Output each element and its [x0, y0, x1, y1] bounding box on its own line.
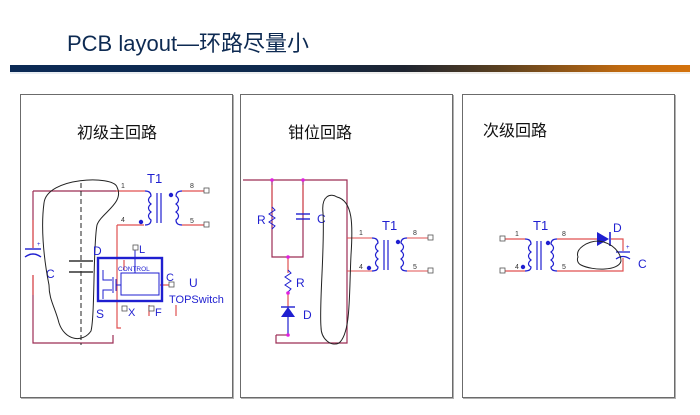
pin-4-label: 4 [359, 264, 363, 271]
transformer-label: T1 [382, 218, 397, 233]
pin-8-label: 8 [190, 183, 194, 190]
junction-nodes [270, 178, 305, 337]
pin-c-label: C [166, 272, 174, 284]
current-loop-path [42, 179, 120, 339]
pin-4-label: 4 [515, 264, 519, 271]
pin-5-label: 5 [190, 218, 194, 225]
transformer-icon [138, 190, 183, 226]
diode-label: D [303, 308, 312, 322]
terminal-4 [499, 267, 506, 274]
mosfet-icon [102, 270, 121, 299]
terminal-8 [203, 187, 210, 194]
clamp-capacitor-icon [296, 213, 310, 220]
terminal-5 [203, 221, 210, 228]
current-loop-path [576, 240, 622, 270]
primary-loop-schematic: + C T1 1 4 8 5 D CONTROL [24, 171, 224, 345]
title-divider-shade [10, 72, 690, 74]
svg-text:+: + [626, 245, 630, 251]
clamp-red-wires [271, 185, 428, 272]
pin-f-terminal [148, 305, 155, 312]
panel-primary-loop: 初级主回路 [20, 94, 233, 398]
bulk-capacitor-icon [69, 260, 93, 273]
pin-l-label: L [139, 244, 145, 256]
cap-label: C [46, 267, 55, 281]
resistor-1-icon [268, 206, 276, 230]
panel-secondary-loop: 次级回路 1 4 8 5 T1 D [462, 94, 675, 398]
primary-red-wires [32, 190, 204, 329]
slide-title: PCB layout—环路尽量小 [67, 31, 310, 56]
pin-5-label: 5 [413, 264, 417, 271]
transformer-label: T1 [533, 218, 548, 233]
clamp-diode-icon [281, 306, 295, 335]
pin-c-terminal [168, 281, 175, 288]
title-divider-bar [10, 65, 690, 72]
current-loop-path [320, 194, 353, 345]
output-diode-icon [597, 232, 611, 246]
terminal-1 [499, 235, 506, 242]
panel-title: 次级回路 [483, 121, 548, 140]
pin-1-label: 1 [359, 230, 363, 237]
control-block [120, 272, 160, 296]
secondary-red-wires [505, 238, 624, 272]
topswitch-package [96, 256, 164, 303]
drain-label: D [93, 244, 102, 258]
secondary-loop-schematic: 1 4 8 5 T1 D + C [499, 218, 647, 274]
pin-8-label: 8 [413, 230, 417, 237]
transformer-icon [366, 237, 408, 272]
diode-label: D [613, 221, 622, 235]
cap-label: C [317, 212, 326, 226]
pin-8-label: 8 [562, 231, 566, 238]
transformer-label: T1 [147, 171, 162, 186]
panel-title: 钳位回路 [288, 123, 353, 142]
pin-f-label: F [155, 307, 162, 319]
pin-1-label: 1 [121, 183, 125, 190]
pin-1-label: 1 [515, 231, 519, 238]
cap-label: C [638, 257, 647, 271]
part-label: TOPSwitch [169, 294, 224, 306]
terminal-8 [427, 234, 434, 241]
pin-x-terminal [121, 305, 128, 312]
resistor-1-label: R [257, 213, 266, 227]
panel-clamp-loop: 钳位回路 R C R [240, 94, 453, 398]
resistor-2-icon [284, 269, 292, 293]
terminal-5 [427, 267, 434, 274]
pin-4-label: 4 [121, 217, 125, 224]
panel-title: 初级主回路 [77, 123, 158, 142]
clamp-wires [243, 179, 348, 344]
input-capacitor-icon: + [24, 242, 42, 258]
transformer-icon [520, 238, 558, 272]
designator-label: U [189, 276, 198, 290]
svg-text:+: + [37, 242, 41, 248]
pin-l-terminal [132, 244, 139, 251]
resistor-2-label: R [296, 276, 305, 290]
source-label: S [96, 307, 104, 321]
pin-x-label: X [128, 307, 136, 319]
pin-5-label: 5 [562, 264, 566, 271]
control-label: CONTROL [118, 266, 150, 273]
clamp-loop-schematic: R C R D T1 [243, 178, 434, 345]
